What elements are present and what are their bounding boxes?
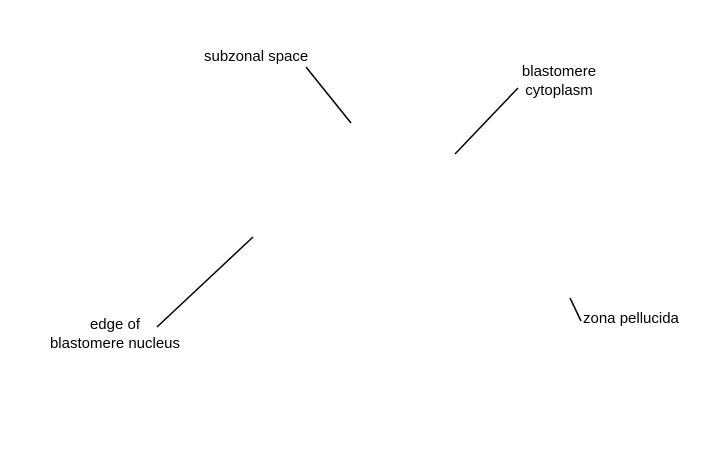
- label-blastomere-cytoplasm-line1: blastomere: [521, 63, 597, 80]
- label-blastomere-cytoplasm: blastomere cytoplasm: [500, 62, 618, 100]
- label-blastomere-nucleus-line1: edge of: [89, 316, 141, 333]
- label-subzonal-space: subzonal space: [204, 48, 309, 65]
- leader-line-blastomere-cytoplasm: [454, 87, 519, 155]
- leader-line-zona-pellucida: [569, 297, 582, 322]
- label-zona-pellucida: zona pellucida: [583, 310, 679, 327]
- leader-line-subzonal-space: [305, 66, 352, 124]
- leader-line-blastomere-nucleus: [156, 236, 254, 328]
- label-blastomere-nucleus-line2: blastomere nucleus: [49, 335, 181, 352]
- label-blastomere-nucleus: edge of blastomere nucleus: [40, 315, 190, 353]
- label-blastomere-cytoplasm-line2: cytoplasm: [525, 82, 593, 99]
